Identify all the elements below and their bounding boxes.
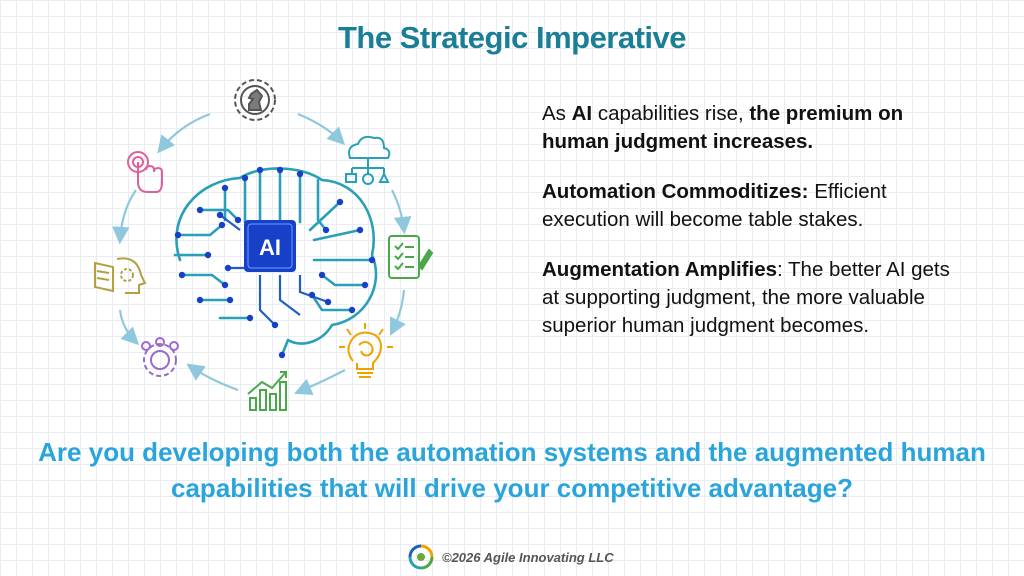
- head-book-gear-icon: [94, 257, 147, 294]
- ai-brain-diagram: AI: [60, 70, 460, 420]
- key-points: As AI capabilities rise, the premium on …: [542, 100, 962, 362]
- premium-statement: the premium on human judgment increases.: [542, 102, 904, 153]
- cycle-arrows: [112, 112, 412, 396]
- point-augmentation: Augmentation Amplifies: The better AI ge…: [542, 258, 950, 337]
- closing-question: Are you developing both the automation s…: [38, 437, 986, 503]
- cloud-network-icon: [345, 135, 391, 185]
- bar-chart-icon: [247, 371, 287, 411]
- ai-chip-label: AI: [259, 235, 281, 260]
- footer: ©2026 Agile Innovating LLC: [408, 544, 614, 570]
- team-gear-icon: [141, 337, 179, 377]
- copyright-text: ©2026 Agile Innovating LLC: [442, 549, 614, 565]
- touch-hand-icon: [127, 151, 163, 193]
- point-automation: Automation Commoditizes: Efficient execu…: [542, 180, 887, 231]
- lightbulb-brain-icon: [339, 323, 393, 378]
- circuit-brain: AI: [173, 166, 378, 359]
- augmentation-heading: Augmentation Amplifies: [542, 258, 777, 281]
- ai-term: AI: [571, 102, 593, 125]
- automation-heading: Automation Commoditizes:: [542, 180, 809, 203]
- page-title: The Strategic Imperative: [337, 20, 687, 55]
- checklist-icon: [388, 235, 434, 279]
- point-ai-premium: As AI capabilities rise, the premium on …: [542, 102, 904, 153]
- chess-knight-gear-icon: [234, 79, 276, 121]
- company-logo-icon: [408, 544, 434, 570]
